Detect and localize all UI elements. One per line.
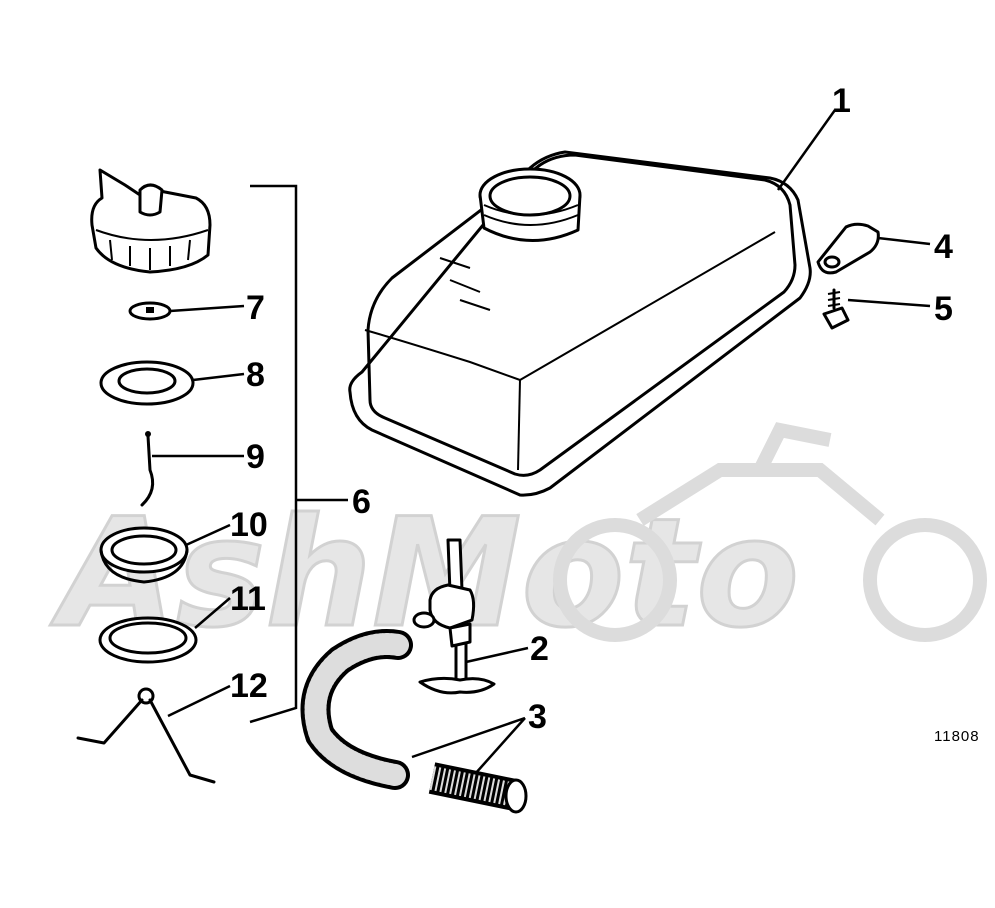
mounting-bracket <box>816 222 880 275</box>
callout-12: 12 <box>230 667 268 705</box>
fuel-tank <box>348 150 812 497</box>
callout-4: 4 <box>934 228 953 266</box>
callout-6: 6 <box>352 483 371 521</box>
callout-11: 11 <box>230 580 266 618</box>
reference-number: 11808 <box>934 728 980 745</box>
group-bracket <box>249 184 298 724</box>
cap-washer <box>128 301 172 321</box>
vent-wire <box>140 431 155 507</box>
fuel-hoses <box>300 629 528 814</box>
cap-gasket <box>99 360 195 406</box>
screw <box>822 288 850 330</box>
fuel-cap <box>90 168 212 274</box>
watermark-motorcycle-icon <box>553 422 987 642</box>
callouts: 1 2 3 4 5 6 7 8 9 10 11 12 <box>230 82 953 736</box>
retaining-wire <box>76 687 216 784</box>
fuel-valve <box>412 538 496 695</box>
strainer <box>99 526 189 584</box>
callout-8: 8 <box>246 356 265 394</box>
callout-5: 5 <box>934 290 953 328</box>
callout-3: 3 <box>528 698 547 736</box>
callout-7: 7 <box>246 289 265 327</box>
callout-10: 10 <box>230 506 268 544</box>
seal-ring <box>98 616 198 664</box>
callout-9: 9 <box>246 438 265 476</box>
callout-2: 2 <box>530 630 549 668</box>
callout-1: 1 <box>832 82 851 120</box>
leader-lines <box>152 109 931 775</box>
